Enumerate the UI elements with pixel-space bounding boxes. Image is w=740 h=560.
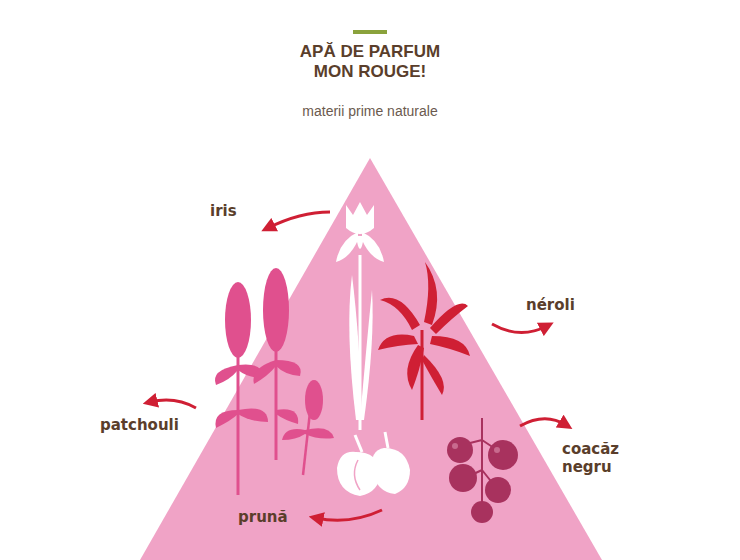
ingredient-label: néroli — [526, 296, 575, 314]
neroli-flower — [378, 262, 470, 420]
plum-fruit — [337, 432, 410, 496]
ingredient-label: iris — [210, 202, 237, 220]
diagram-title: APĂ DE PARFUM MON ROUGE! — [295, 42, 445, 82]
blackcurrant-fruit — [447, 418, 518, 523]
pyramid — [140, 158, 602, 560]
ingredient-label: coacăz negru — [562, 440, 632, 476]
subtitle: materii prime naturale — [302, 103, 437, 119]
pointer-arrows — [150, 212, 566, 520]
accent-bar — [353, 30, 387, 34]
ingredient-label: patchouli — [100, 416, 179, 434]
iris-flower — [336, 202, 384, 430]
ingredient-label: prună — [238, 508, 288, 526]
patchouli-plant — [215, 268, 334, 495]
